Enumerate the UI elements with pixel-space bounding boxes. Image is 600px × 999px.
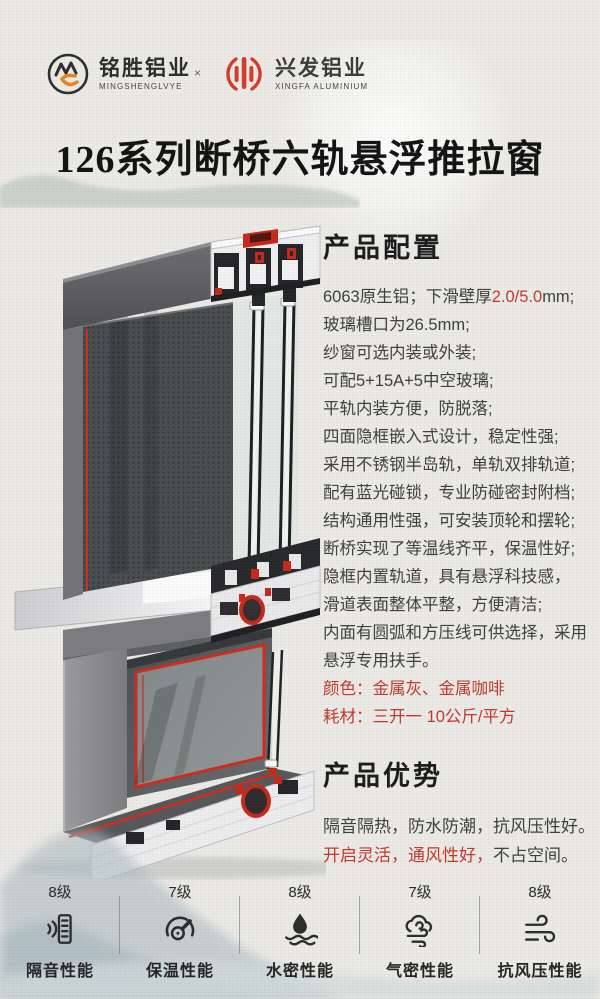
body-text: mm; [542, 288, 575, 306]
air-tightness-icon [405, 914, 433, 947]
brand-xingfa: 兴发铝业 XINGFA ALUMINIUM [222, 52, 368, 96]
badge-level: 7级 [168, 884, 192, 901]
badge-sound-insulation: 8级 隔音性能 [0, 884, 120, 981]
badge-air-tightness: 7级 气密性能 [360, 884, 480, 981]
text-line: 隔音隔热，防水防潮，抗风压性好。 [323, 813, 595, 842]
text-line: 纱窗可选内装或外装; [323, 339, 595, 367]
body-text: 平轨内装方便，防脱落; [323, 400, 493, 418]
badge-label: 隔音性能 [25, 963, 94, 980]
badge-level: 8级 [528, 884, 552, 901]
background-glow [280, 40, 510, 250]
text-line: 可配5+15A+5中空玻璃; [323, 367, 595, 395]
body-text: 配有蓝光碰锁，专业防碰密封附档; [323, 484, 576, 502]
body-text: 结构通用性强，可安装顶轮和摆轮; [323, 512, 576, 530]
text-line: 耗材：三开一 10公斤/平方 [323, 703, 595, 731]
text-line: 采用不锈钢半岛轨，单轨双排轨道; [323, 451, 595, 479]
highlight-text: 颜色：金属灰、金属咖啡 [323, 680, 505, 698]
config-heading: 产品配置 [323, 233, 443, 263]
brand-subtitle: MINGSHENGLVYE [99, 82, 183, 91]
brand-name: 铭胜铝业 [99, 57, 191, 80]
window-profile-render [14, 225, 326, 880]
body-text: 断桥实现了等温线齐平，保温性好; [323, 540, 576, 558]
sound-insulation-icon [47, 914, 72, 944]
brand-subtitle: XINGFA ALUMINIUM [275, 82, 369, 91]
text-line: 开启灵活，通风性好，不占空间。 [323, 842, 595, 871]
badge-level: 8级 [48, 884, 72, 901]
badge-wind-pressure: 8级 抗风压性能 [480, 884, 600, 981]
body-text: 可配5+15A+5中空玻璃; [323, 372, 494, 390]
watercolor-mountains [0, 829, 600, 999]
body-text: 不占空间。 [493, 845, 578, 865]
wind-pressure-icon [525, 914, 556, 943]
highlight-text: 2.0/5.0 [491, 288, 543, 306]
config-lines: 6063原生铝；下滑壁厚2.0/5.0mm; 玻璃槽口为26.5mm; 纱窗可选内装… [323, 283, 595, 731]
body-text: 隔音隔热，防水防潮，抗风压性好。 [323, 817, 595, 836]
text-line: 配有蓝光碰锁，专业防碰密封附档; [323, 479, 595, 507]
brand-name: 兴发铝业 [275, 57, 367, 80]
badge-water-tightness: 8级 水密性能 [240, 884, 360, 981]
advantage-lines: 隔音隔热，防水防潮，抗风压性好。开启灵活，通风性好，不占空间。 [323, 813, 595, 870]
badge-thermal-insulation: 7级 保温性能 [120, 884, 240, 981]
performance-badges: 8级 隔音性能 7级 保温性能 [0, 884, 600, 981]
water-tightness-icon [285, 913, 318, 946]
text-line: 平轨内装方便，防脱落; [323, 395, 595, 423]
text-line: 6063原生铝；下滑壁厚2.0/5.0mm; [323, 283, 595, 311]
highlight-text: 耗材：三开一 10公斤/平方 [323, 708, 516, 726]
brand-separator: × [194, 66, 202, 80]
product-config-section: 产品配置 6063原生铝；下滑壁厚2.0/5.0mm; 玻璃槽口为26.5mm; 纱… [323, 226, 595, 731]
badge-label: 抗风压性能 [497, 963, 583, 980]
body-text: 四面隐框嵌入式设计，稳定性强; [323, 428, 559, 446]
body-text: 隐框内置轨道，具有悬浮科技感， [323, 568, 571, 586]
badge-label: 保温性能 [145, 963, 214, 980]
xingfa-logo-icon [226, 57, 262, 91]
text-line: 滑道表面整体平整，方便清洁; [323, 591, 595, 619]
product-advantages-section: 产品优势 隔音隔热，防水防潮，抗风压性好。开启灵活，通风性好，不占空间。 [323, 754, 595, 870]
body-text: 滑道表面整体平整，方便清洁; [323, 596, 543, 614]
text-line: 断桥实现了等温线齐平，保温性好; [323, 535, 595, 563]
badge-level: 8级 [288, 884, 312, 901]
body-text: 纱窗可选内装或外装; [323, 344, 477, 362]
text-line: 四面隐框嵌入式设计，稳定性强; [323, 423, 595, 451]
body-text: 玻璃槽口为26.5mm; [323, 316, 470, 334]
highlight-text: 开启灵活，通风性好， [323, 845, 493, 865]
mingsheng-logo-icon [47, 53, 89, 95]
badge-label: 气密性能 [385, 963, 454, 980]
advantages-heading: 产品优势 [323, 761, 443, 791]
badge-label: 水密性能 [265, 963, 334, 980]
watercolor-hills-top [0, 175, 360, 208]
text-line: 颜色：金属灰、金属咖啡 [323, 675, 595, 703]
poster-title: 126系列断桥六轨悬浮推拉窗 [55, 139, 545, 181]
body-text: 采用不锈钢半岛轨，单轨双排轨道; [323, 456, 576, 474]
body-text: 6063原生铝；下滑壁厚 [323, 288, 492, 306]
text-line: 玻璃槽口为26.5mm; [323, 311, 595, 339]
text-line: 内面有圆弧和方压线可供选择，采用悬浮专用扶手。 [323, 619, 595, 675]
text-line: 隐框内置轨道，具有悬浮科技感， [323, 563, 595, 591]
badge-level: 7级 [408, 884, 432, 901]
body-text: 内面有圆弧和方压线可供选择，采用悬浮专用扶手。 [323, 624, 587, 670]
brand-mingsheng: 铭胜铝业 MINGSHENGLVYE [46, 52, 191, 96]
text-line: 结构通用性强，可安装顶轮和摆轮; [323, 507, 595, 535]
thermal-insulation-icon [165, 916, 195, 941]
